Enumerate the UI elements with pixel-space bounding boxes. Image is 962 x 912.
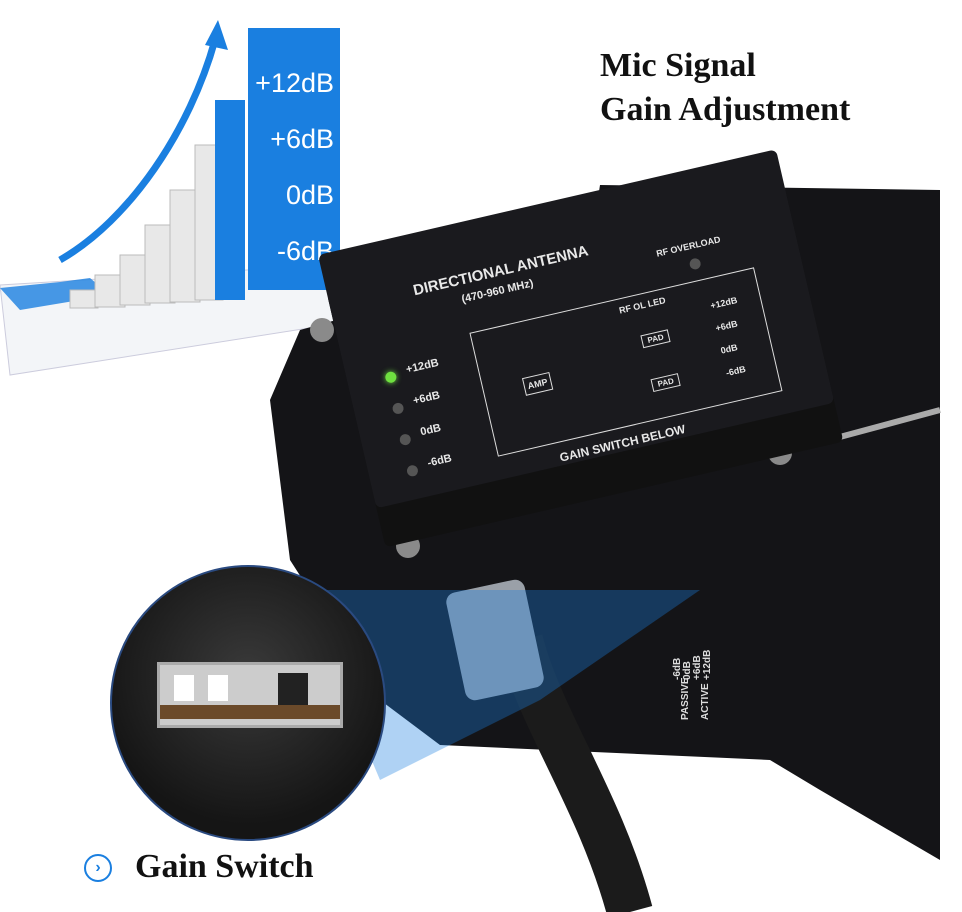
active-label: ACTIVE — [700, 683, 711, 720]
led-label: 0dB — [419, 421, 443, 439]
led-plus6 — [391, 401, 405, 416]
gain-chart-graphic — [0, 20, 394, 376]
title-line: Mic Signal — [600, 47, 756, 84]
gain-switch-label: Gain Switch — [135, 848, 314, 885]
rf-overload-label: RF OVERLOAD — [655, 234, 722, 259]
led-minus6 — [405, 464, 420, 478]
dip-switch — [157, 662, 343, 728]
switch-position: +12dB — [702, 649, 713, 680]
chevron-right-circle-icon: › — [84, 854, 112, 882]
pad-label: PAD — [650, 373, 681, 393]
title-line: Gain Adjustment — [600, 91, 851, 128]
gain-levels-panel: +12dB +6dB 0dB -6dB — [248, 28, 340, 290]
output-label: +12dB — [709, 295, 739, 311]
led-plus12 — [384, 370, 398, 384]
passive-label: PASSIVE — [680, 677, 691, 720]
gain-label: +6dB — [270, 124, 334, 154]
output-label: 0dB — [719, 342, 739, 356]
page-title: Mic Signal Gain Adjustment — [600, 44, 850, 132]
output-label: -6dB — [724, 363, 747, 379]
led-label: +6dB — [412, 389, 442, 408]
pad-label: PAD — [640, 329, 671, 349]
led-label: -6dB — [426, 452, 453, 470]
gain-label: 0dB — [285, 180, 334, 210]
rf-ol-led-label: RF OL LED — [618, 295, 667, 316]
output-label: +6dB — [714, 318, 739, 334]
led-label: +12dB — [404, 356, 440, 376]
gain-label: +12dB — [255, 68, 334, 98]
gain-switch-magnifier — [110, 565, 386, 841]
rf-overload-led — [688, 257, 702, 271]
amp-label: AMP — [521, 371, 554, 396]
led-0 — [398, 433, 412, 447]
